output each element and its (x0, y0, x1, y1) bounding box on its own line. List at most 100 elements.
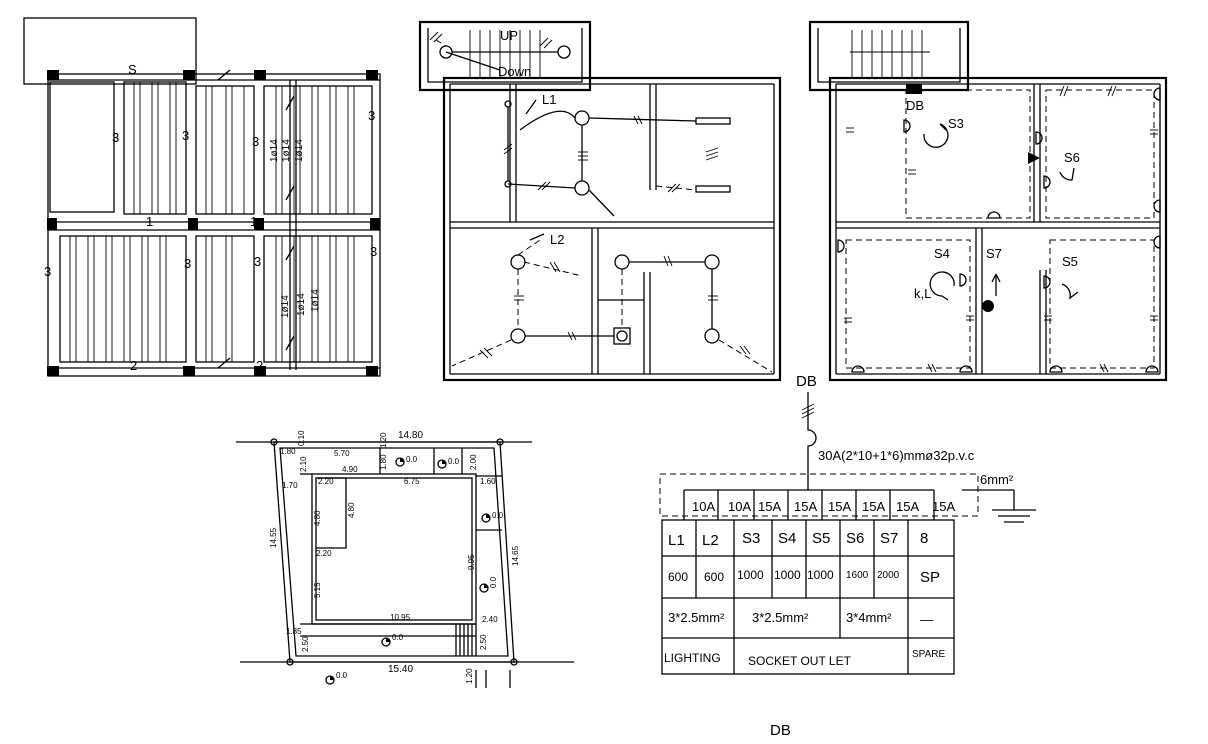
socket-plan: DB S3 S6 S4 S7 S5 k,L (808, 20, 1168, 382)
dimension: 1.20 (465, 668, 474, 684)
breaker-rating: 15A (828, 499, 851, 514)
lighting-plan: UP Down L1 L2 (418, 20, 782, 382)
breaker-rating: 15A (896, 499, 919, 514)
dimension: 14.80 (398, 430, 423, 441)
home-run-arrow (529, 233, 545, 241)
socket-outlet (851, 365, 865, 373)
level-markers (325, 457, 491, 685)
level-mark: 0.0 (392, 633, 404, 642)
circuit-label-s6: S6 (1064, 150, 1080, 165)
rebar-label: 1ø14 (269, 139, 280, 162)
cable-size: 3*4mm² (846, 610, 892, 625)
cable-size: — (920, 612, 933, 627)
site-plan: 14.80 1.80 5.70 4.90 2.10 0.10 1.20 1.80… (236, 430, 574, 688)
conductor-ticks (844, 85, 1158, 373)
slab-panel (59, 235, 187, 363)
circuit-label-l1: L1 (542, 92, 556, 107)
beam-label: 2 (130, 358, 137, 373)
level-mark: 0.0 (489, 576, 498, 588)
feeder-line (807, 392, 817, 474)
cable-size: 3*2.5mm² (668, 610, 725, 625)
light-fixture (704, 328, 720, 344)
circuit-label-s3: S3 (948, 116, 964, 131)
dimension: 2.20 (316, 549, 332, 558)
beam-label: 3 (182, 128, 189, 143)
circuit-id: S5 (812, 530, 830, 547)
light-fixture (574, 110, 590, 126)
dimension: 1.85 (286, 627, 302, 636)
dimension: 0.10 (297, 430, 306, 446)
stair-up-label: UP (500, 28, 518, 43)
cable-size: 3*2.5mm² (752, 610, 809, 625)
circuit-load: 1000 (774, 568, 801, 582)
stair-treads (850, 30, 930, 78)
rebar-label: 1ø14 (296, 293, 307, 316)
socket-outlet (1153, 199, 1161, 213)
circuit-load: SP (920, 569, 940, 586)
dimension: 9.95 (467, 554, 476, 570)
dimension: 1.80 (280, 447, 296, 456)
beam-label: 3 (184, 256, 191, 271)
socket-outlet (837, 239, 845, 253)
socket-outlet (1035, 131, 1043, 145)
socket-outlet (959, 273, 967, 287)
dimension: 10.95 (390, 613, 411, 622)
plot-boundary (273, 441, 515, 663)
slab-panel (123, 81, 187, 215)
level-mark: 0.0 (492, 511, 504, 520)
beam-label: 1 (250, 214, 257, 229)
circuit-label-s5: S5 (1062, 254, 1078, 269)
building-footprint (311, 473, 477, 625)
home-run-arrows (923, 123, 1079, 301)
stair-down-label: Down (498, 64, 531, 79)
dimension: 4.80 (313, 510, 322, 526)
slab-panel (195, 85, 255, 215)
dimension: 1.60 (480, 477, 496, 486)
dimension: 2.00 (469, 454, 478, 470)
breaker-rating: 15A (758, 499, 781, 514)
beam-label: 1 (146, 214, 153, 229)
feeder-spec: 30A(2*10+1*6)mmø32p.v.c (818, 448, 975, 463)
circuit-load: 1000 (737, 568, 764, 582)
kitchen-label: k,L (914, 286, 931, 301)
circuit-schedule-table (661, 519, 955, 675)
light-fixture (557, 45, 571, 59)
breaker-rating: 10A (728, 499, 751, 514)
cooker-outlet (982, 300, 994, 312)
beam-marks (217, 69, 295, 369)
beam-label: 3 (252, 134, 259, 149)
socket-outlet (1049, 365, 1063, 373)
light-fixture (704, 254, 720, 270)
slab-plan: S 3 3 3 3 1 1 3 3 3 3 2 2 1ø14 1ø14 1ø14… (23, 17, 381, 377)
dimension: 2.10 (299, 456, 308, 472)
circuit-id: S6 (846, 530, 864, 547)
dimension: 1.70 (282, 481, 298, 490)
home-run-arrow (525, 99, 537, 115)
dimension: 2.50 (479, 634, 488, 650)
dimension: 1.20 (379, 432, 388, 448)
dimension: 15.40 (388, 664, 413, 675)
socket-outlet (1145, 365, 1159, 373)
circuit-load: 600 (704, 570, 724, 584)
circuit-label-s4: S4 (934, 246, 950, 261)
db-title: DB (796, 373, 817, 390)
rebar-label: 1ø14 (281, 139, 292, 162)
beam-label: 2 (256, 358, 263, 373)
socket-outlet (987, 211, 1001, 219)
circuit-id: S7 (880, 530, 898, 547)
columns (47, 70, 380, 376)
dimension: 4.90 (342, 465, 358, 474)
db-schematic: DB 30A(2*10+1*6)mmø32p.v.c 6mm² 10A 10A … (659, 373, 1036, 739)
circuit-load: 600 (668, 570, 688, 584)
beam-label: 3 (112, 130, 119, 145)
db-panel (906, 84, 922, 94)
socket-circuit-route (905, 89, 1031, 219)
beam-label: 3 (370, 244, 377, 259)
stair-outline (418, 20, 592, 92)
circuit-id: L2 (702, 532, 719, 549)
circuit-load: 1000 (807, 568, 834, 582)
group-label: LIGHTING (664, 651, 721, 665)
socket-plan-walls (828, 76, 1168, 382)
breaker-rating: 15A (862, 499, 885, 514)
group-label: SOCKET OUT LET (748, 654, 852, 668)
